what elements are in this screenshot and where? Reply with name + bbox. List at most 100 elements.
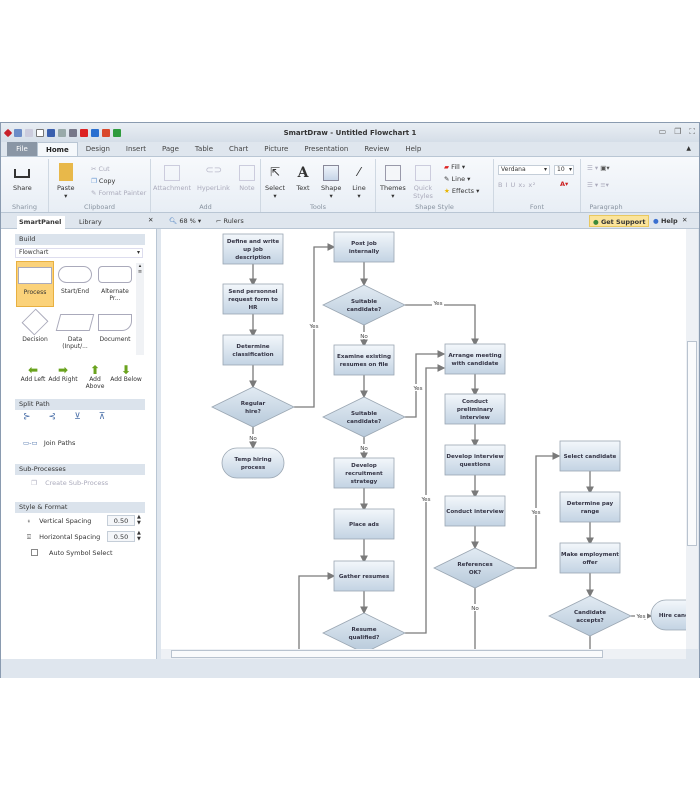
tab-presentation[interactable]: Presentation (304, 145, 349, 153)
rulers-button[interactable]: ⌐ Rulers (216, 217, 244, 225)
vertical-scrollbar[interactable] (686, 229, 698, 649)
copy-button[interactable]: ❐ Copy (91, 177, 115, 185)
tab-review[interactable]: Review (364, 145, 390, 153)
split-path-buttons[interactable]: ⊱⊰⊻⊼ (23, 412, 124, 422)
shape-library-select[interactable]: Flowchart▾ (15, 248, 143, 258)
maximize-icon[interactable]: ⛶ (689, 127, 695, 136)
horizontal-spacing-input[interactable]: 0.50 (107, 531, 135, 542)
add-left-button[interactable]: ⬅Add Left (17, 364, 49, 383)
pdf-icon[interactable] (80, 128, 88, 137)
undo-icon[interactable] (14, 128, 22, 137)
tab-file[interactable]: File (7, 142, 37, 156)
add-right-button[interactable]: ➡Add Right (47, 364, 79, 383)
flow-node-gather[interactable]: Gather resumes (333, 560, 395, 592)
horizontal-scrollbar[interactable] (161, 649, 686, 659)
quick-styles-button[interactable]: Quick Styles (412, 165, 434, 200)
tab-smartpanel[interactable]: SmartPanel (17, 216, 65, 229)
horizontal-scroll-thumb[interactable] (171, 650, 603, 658)
horizontal-spacing-stepper[interactable]: ▲▼ (137, 530, 141, 542)
font-size-select[interactable]: 10▾ (554, 165, 574, 175)
hyperlink-button[interactable]: ⊂⊃HyperLink (197, 165, 230, 192)
tab-table[interactable]: Table (194, 145, 214, 153)
minimize-icon[interactable]: ▭ (658, 127, 667, 136)
line-tool-button[interactable]: ⁄Line▾ (352, 165, 366, 200)
shape-start-end[interactable]: Start/End (56, 261, 94, 307)
paste-button[interactable]: Paste▾ (57, 163, 75, 200)
select-button[interactable]: ⇱Select▾ (265, 165, 286, 200)
create-sub-process-button[interactable]: ❐ Create Sub-Process (31, 479, 108, 487)
flow-node-ads[interactable]: Place ads (333, 508, 395, 540)
print-preview-icon[interactable] (58, 128, 66, 137)
tab-chart[interactable]: Chart (229, 145, 249, 153)
close-panel-icon[interactable]: ✕ (148, 216, 154, 224)
shape-alternate-process[interactable]: Alternate Pr... (96, 261, 134, 307)
flow-node-interview[interactable]: Conduct interview (444, 495, 506, 527)
vertical-spacing-stepper[interactable]: ▲▼ (137, 514, 141, 526)
close-help-icon[interactable]: ✕ (682, 216, 688, 224)
tab-help[interactable]: Help (405, 145, 422, 153)
cut-button[interactable]: ✂ Cut (91, 165, 110, 173)
spacing-button[interactable]: ☰ ▾ ≡▾ (587, 181, 609, 189)
format-painter-button[interactable]: ✎ Format Painter (91, 189, 147, 197)
attachment-button[interactable]: Attachment (153, 165, 191, 192)
shape-decision[interactable]: Decision (16, 308, 54, 355)
tab-insert[interactable]: Insert (125, 145, 146, 153)
help-button[interactable]: ● Help (653, 217, 678, 225)
share-button[interactable]: Share (13, 165, 32, 192)
shape-document[interactable]: Document (96, 309, 134, 355)
vertical-scroll-thumb[interactable] (687, 341, 697, 546)
font-format-buttons[interactable]: B I U x₂ x² (498, 181, 536, 189)
line-style-button[interactable]: ✎ Line ▾ (444, 175, 471, 183)
tab-picture[interactable]: Picture (264, 145, 289, 153)
bullets-button[interactable]: ☰ ▾ ▣▾ (587, 164, 610, 172)
flow-node-hire[interactable]: Hire candidate (650, 599, 686, 631)
new-icon[interactable] (36, 128, 44, 137)
font-color-button[interactable]: A▾ (560, 180, 569, 188)
shape-button[interactable]: Shape▾ (321, 165, 341, 200)
flow-node-select[interactable]: Select candidate (559, 440, 621, 472)
zoom-control[interactable]: 🔍︎ 68 % ▾ (169, 217, 202, 225)
shapes-scrollbar[interactable]: ▴≡ (136, 263, 144, 355)
collapse-ribbon-icon[interactable]: ▲ (686, 145, 691, 152)
font-family-select[interactable]: Verdana▾ (498, 165, 550, 175)
shape-data[interactable]: Data (Input/... (55, 309, 95, 355)
connector[interactable] (405, 304, 479, 347)
connector[interactable] (405, 350, 446, 418)
join-paths-button[interactable]: ▭-▭ Join Paths (23, 439, 75, 447)
tab-home[interactable]: Home (37, 142, 78, 156)
add-below-button[interactable]: ⬇Add Below (110, 364, 142, 383)
print-icon[interactable] (69, 128, 77, 137)
export-word-icon[interactable] (91, 128, 99, 137)
save-icon[interactable] (47, 128, 55, 137)
note-button[interactable]: Note (239, 165, 255, 192)
fill-button[interactable]: ▰ Fill ▾ (444, 163, 466, 171)
connector[interactable] (298, 572, 336, 649)
effects-button[interactable]: ★ Effects ▾ (444, 187, 480, 195)
vertical-spacing-input[interactable]: 0.50 (107, 515, 135, 526)
tab-page[interactable]: Page (161, 145, 179, 153)
auto-symbol-checkbox[interactable] (31, 549, 38, 556)
redo-icon[interactable] (25, 128, 33, 137)
shape-process[interactable]: Process (16, 261, 54, 307)
themes-button[interactable]: Themes▾ (380, 165, 406, 200)
get-support-button[interactable]: ● Get Support (589, 215, 649, 227)
export-ppt-icon[interactable] (102, 128, 110, 137)
